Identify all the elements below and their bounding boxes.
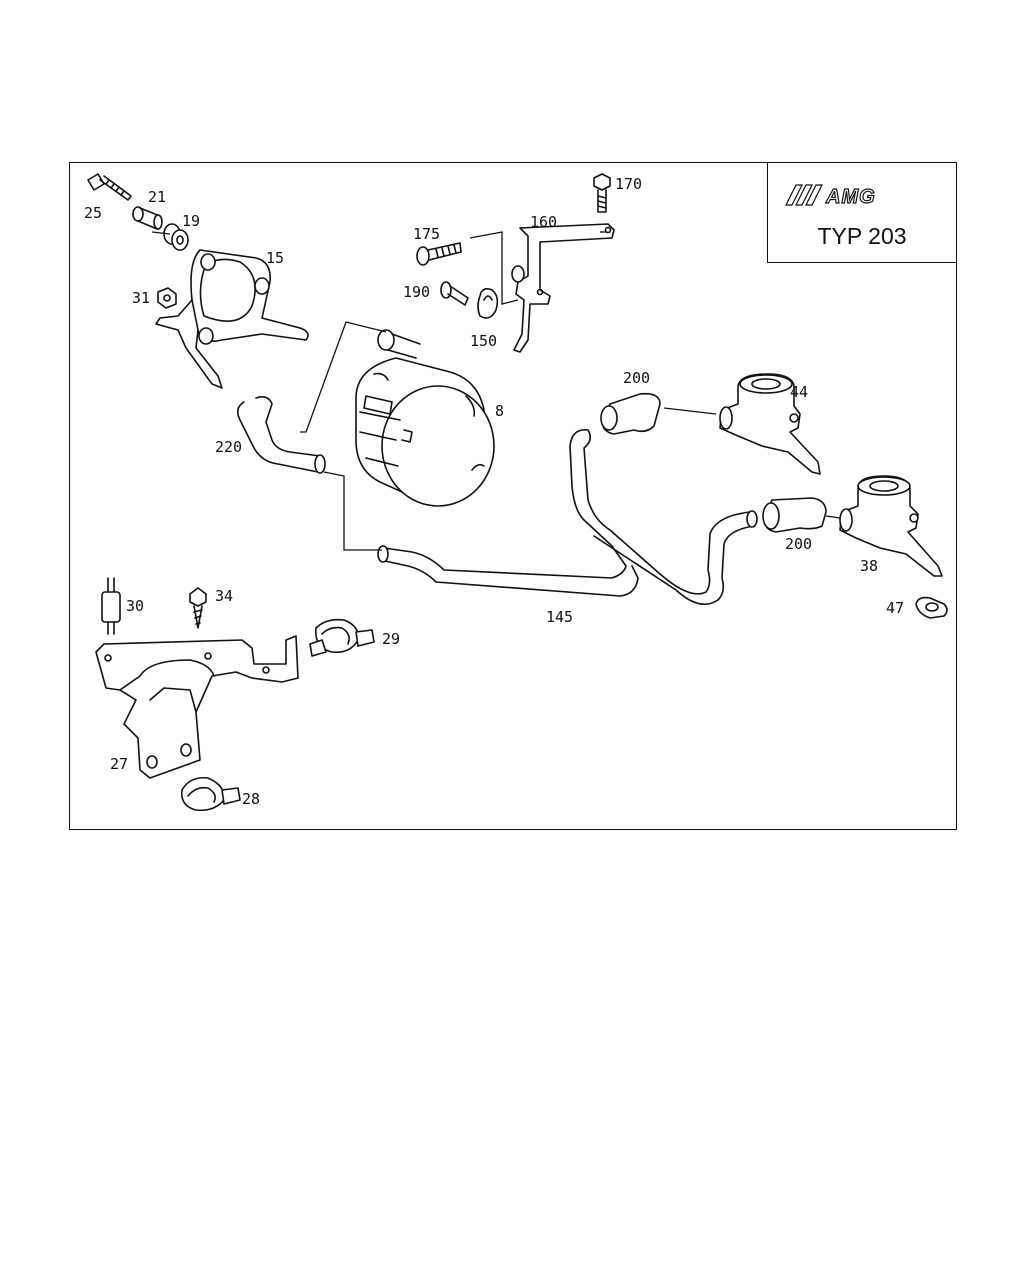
part-31-nut: [157, 287, 177, 309]
callout-21: 21: [148, 188, 166, 206]
model-info-box: AMG TYP 203: [767, 162, 957, 263]
part-34-screw: [189, 587, 207, 629]
part-8-air-pump: [355, 329, 495, 507]
callout-25: 25: [84, 204, 102, 222]
part-38-valve: [839, 475, 943, 577]
part-30-spacer: [101, 577, 121, 635]
logo-text: AMG: [825, 186, 876, 208]
part-19-grommet: [163, 223, 189, 251]
leader-lines: [151, 231, 841, 551]
part-170-bolt: [593, 173, 611, 213]
callout-160: 160: [530, 213, 557, 231]
callout-15: 15: [266, 249, 284, 267]
part-27-bracket: [95, 635, 299, 779]
callout-44: 44: [790, 383, 808, 401]
callout-190: 190: [403, 283, 430, 301]
callout-145: 145: [546, 608, 573, 626]
part-47-gasket: [915, 596, 948, 619]
callout-34: 34: [215, 587, 233, 605]
callout-31: 31: [132, 289, 150, 307]
type-label: TYP 203: [817, 223, 907, 249]
part-190-bolt: [440, 281, 469, 306]
part-145-hose: [377, 429, 758, 606]
part-29-clamp: [309, 618, 375, 657]
part-200-elbow-lower: [762, 497, 827, 533]
callout-30: 30: [126, 597, 144, 615]
part-44-valve: [719, 373, 821, 475]
part-15-bracket: [155, 249, 309, 389]
logo-stripes: [785, 184, 823, 206]
callout-150: 150: [470, 332, 497, 350]
callout-175: 175: [413, 225, 440, 243]
part-21-sleeve: [132, 206, 163, 230]
callout-38: 38: [860, 557, 878, 575]
part-150-clip: [477, 288, 499, 319]
part-220-hose: [236, 396, 326, 474]
callout-47: 47: [886, 599, 904, 617]
part-175-bolt: [416, 242, 462, 266]
callout-19: 19: [182, 212, 200, 230]
callout-200-lower: 200: [785, 535, 812, 553]
diagram-frame: [69, 162, 957, 830]
callout-200-upper: 200: [623, 369, 650, 387]
amg-logo: AMG: [785, 184, 876, 209]
callout-8: 8: [495, 402, 504, 420]
callout-170: 170: [615, 175, 642, 193]
callout-labels: 25 21 19 15 31 175 170 160 190 150 8 220…: [84, 175, 904, 808]
callout-28: 28: [242, 790, 260, 808]
callout-27: 27: [110, 755, 128, 773]
part-25-bolt: [87, 173, 132, 201]
part-200-elbow-upper: [600, 392, 661, 435]
part-28-clamp: [180, 776, 241, 812]
callout-29: 29: [382, 630, 400, 648]
part-160-bracket: [511, 223, 615, 353]
callout-220: 220: [215, 438, 242, 456]
